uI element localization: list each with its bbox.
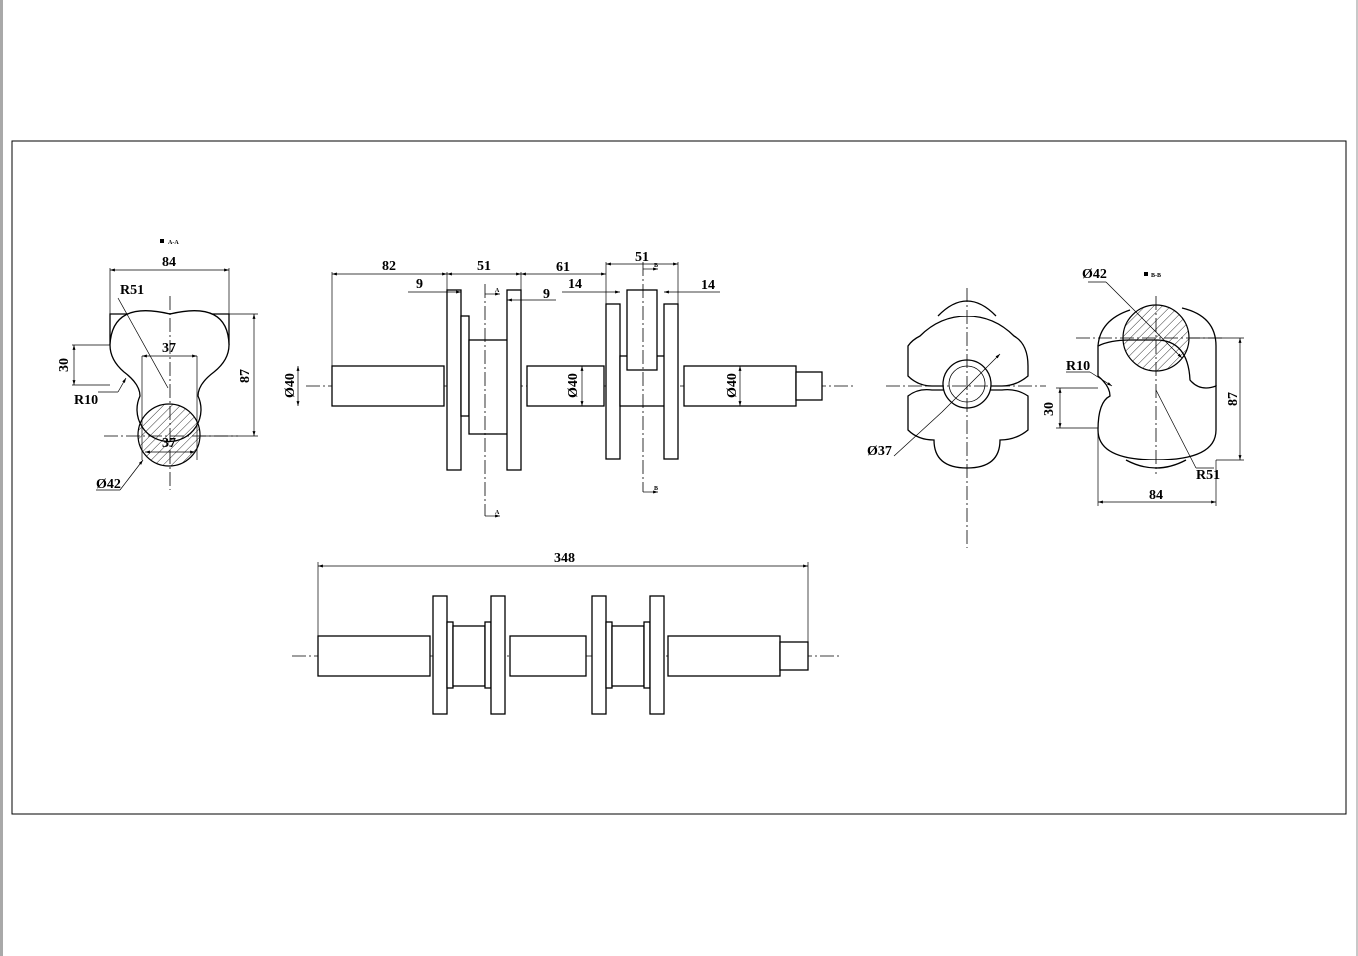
- aa-journal-diameter-label: Ø42: [96, 477, 121, 492]
- cut-a-top-label: A: [495, 288, 500, 294]
- aa-radius-outer-label: R51: [120, 283, 144, 298]
- front-dia-right-label: Ø40: [725, 373, 740, 398]
- cut-b-bottom-label: B: [654, 486, 658, 492]
- front-web1-label: 51: [477, 259, 491, 274]
- window-edge-left: [0, 0, 3, 956]
- front-dia-mid-label: Ø40: [566, 373, 581, 398]
- window-edge-right: [1356, 0, 1358, 956]
- end-view: Ø37: [867, 288, 1046, 548]
- bottom-overall-length-label: 348: [554, 551, 575, 566]
- bb-width-label: 84: [1149, 488, 1163, 503]
- bb-radius-fillet-label: R10: [1066, 359, 1090, 374]
- front-end-length-label: 82: [382, 259, 396, 274]
- aa-neck-width-label: 37: [162, 341, 176, 356]
- front-view: 82 51 61 51 9 9 14 14 Ø40 Ø40 Ø40 A A B …: [283, 250, 856, 518]
- bb-journal-diameter-label: Ø42: [1082, 267, 1107, 282]
- aa-inner-width-label: 37: [162, 436, 176, 451]
- bottom-view: 348: [292, 551, 840, 715]
- bb-height-label: 87: [1226, 392, 1241, 406]
- aa-width-label: 84: [162, 255, 176, 270]
- drawing-border: [11, 140, 1347, 815]
- bb-offset-label: 30: [1042, 402, 1057, 416]
- front-thickness1-label: 9: [416, 277, 423, 292]
- front-web2-label: 51: [635, 250, 649, 265]
- section-view-aa: A-A 84 R51 37 37 30 87 R10 Ø42: [57, 239, 258, 492]
- cut-b-top-label: B: [654, 263, 658, 269]
- section-view-bb: B-B Ø42 R10 30 87 R51 84: [1042, 267, 1244, 506]
- front-gap-label: 61: [556, 260, 570, 275]
- front-thickness2-label: 9: [543, 287, 550, 302]
- front-dia-left-label: Ø40: [283, 373, 298, 398]
- section-bb-label: B-B: [1151, 273, 1161, 279]
- section-aa-label: A-A: [168, 240, 179, 246]
- front-thickness3-label: 14: [568, 277, 582, 292]
- cut-a-bottom-label: A: [495, 510, 500, 516]
- aa-offset-label: 30: [57, 358, 72, 372]
- aa-height-label: 87: [238, 369, 253, 383]
- aa-radius-fillet-label: R10: [74, 393, 98, 408]
- end-hole-diameter-label: Ø37: [867, 444, 892, 459]
- front-thickness4-label: 14: [701, 278, 715, 293]
- bb-radius-outer-label: R51: [1196, 468, 1220, 483]
